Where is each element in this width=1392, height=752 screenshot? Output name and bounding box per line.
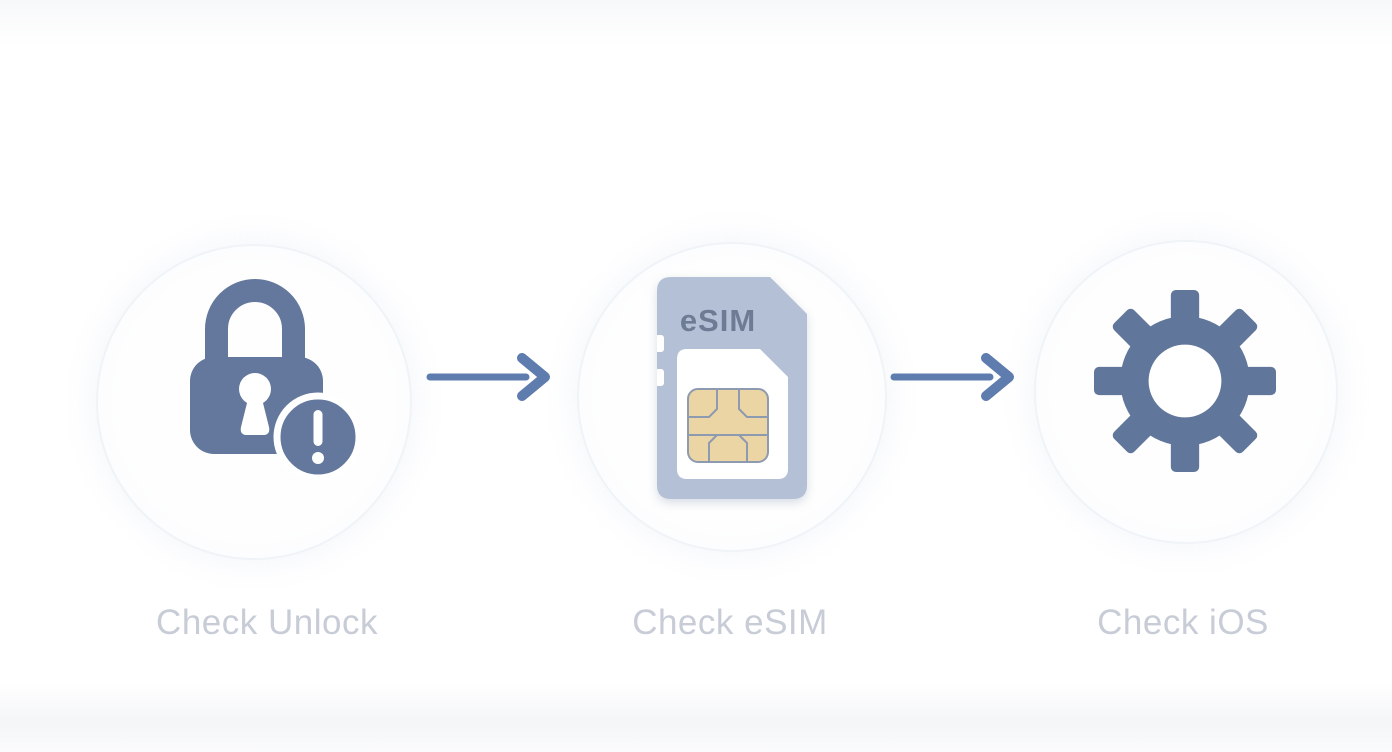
arrow-right-icon	[426, 353, 550, 401]
lock-alert-icon	[190, 279, 360, 480]
arrow-right-icon	[890, 353, 1014, 401]
gear-icon	[1094, 290, 1276, 472]
sim-card-icon: eSIM	[657, 277, 807, 499]
step-label-check-esim: Check eSIM	[632, 603, 828, 642]
step-label-check-ios: Check iOS	[1097, 603, 1269, 642]
sim-card-text: eSIM	[680, 303, 756, 338]
step-label-check-unlock: Check Unlock	[156, 603, 378, 642]
chip-contact-lines	[688, 390, 768, 461]
